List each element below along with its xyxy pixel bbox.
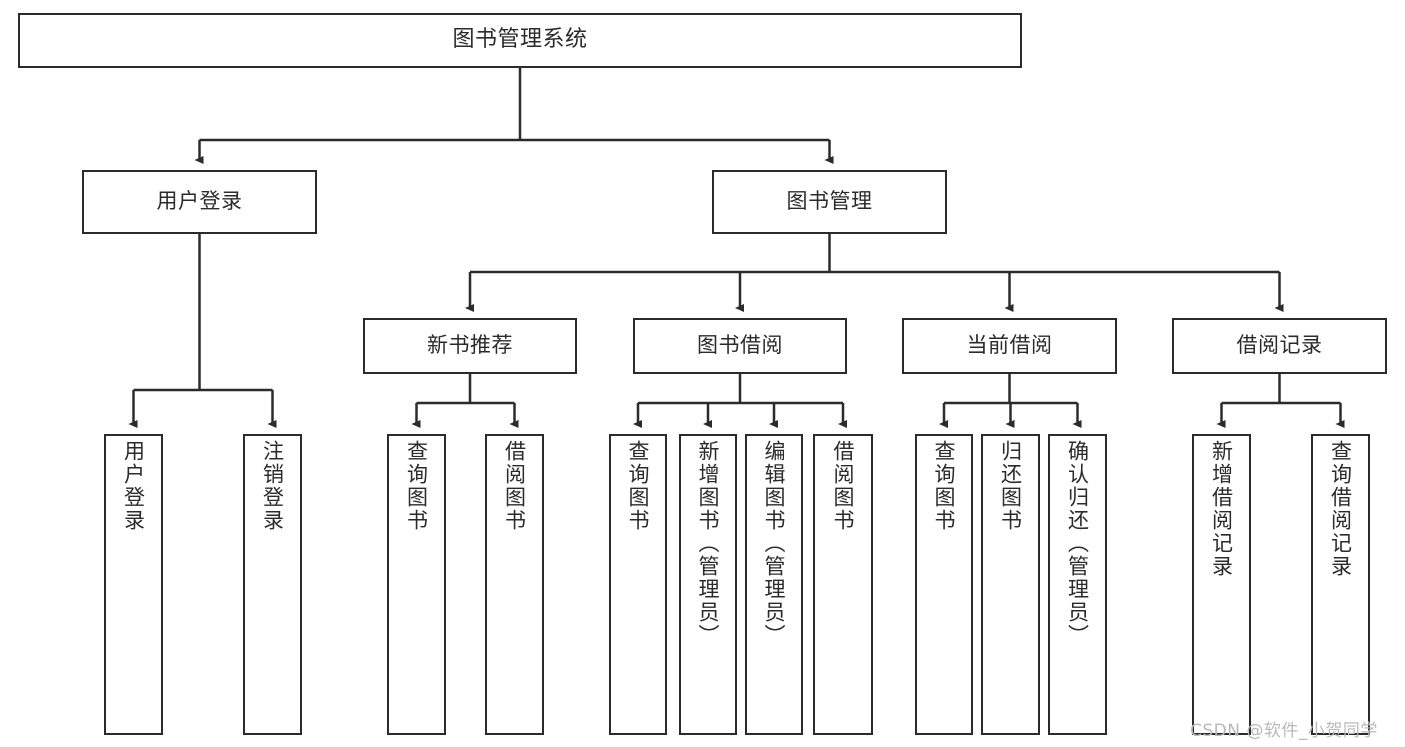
- node-label: 用户登录: [156, 189, 243, 214]
- node-l-query-record[interactable]: 查询借阅记录: [1311, 434, 1370, 735]
- node-label: 图书管理: [786, 189, 873, 214]
- node-l-user-login[interactable]: 用户登录: [104, 434, 163, 735]
- node-label: 查询图书: [932, 440, 957, 532]
- node-n-current-borrow[interactable]: 当前借阅: [902, 318, 1117, 374]
- node-label: 查询图书: [626, 440, 651, 532]
- node-n-book-mgmt[interactable]: 图书管理: [712, 170, 947, 234]
- node-label: 注销登录: [260, 440, 285, 532]
- node-label: 编辑图书（管理员）: [762, 440, 787, 647]
- node-label: 归还图书: [998, 440, 1023, 532]
- node-l-query-book-3[interactable]: 查询图书: [915, 434, 973, 735]
- node-label: 确认归还（管理员）: [1065, 440, 1090, 647]
- node-l-user-logout[interactable]: 注销登录: [243, 434, 302, 735]
- node-root[interactable]: 图书管理系统: [18, 13, 1022, 68]
- node-n-book-borrow[interactable]: 图书借阅: [633, 318, 847, 374]
- node-label: 图书管理系统: [452, 27, 588, 53]
- node-label: 借阅记录: [1236, 333, 1323, 358]
- node-l-return-book[interactable]: 归还图书: [981, 434, 1040, 735]
- node-label: 查询图书: [404, 440, 429, 532]
- csdn-watermark: CSDN @软件_小贺同学: [1190, 721, 1378, 741]
- node-n-user-login[interactable]: 用户登录: [82, 170, 317, 234]
- node-label: 新书推荐: [427, 333, 513, 358]
- node-n-new-book-rec[interactable]: 新书推荐: [363, 318, 577, 374]
- node-n-borrow-record[interactable]: 借阅记录: [1172, 318, 1387, 374]
- node-label: 用户登录: [121, 440, 146, 532]
- node-label: 借阅图书: [502, 440, 527, 532]
- node-l-add-record[interactable]: 新增借阅记录: [1192, 434, 1251, 735]
- node-l-borrow-book-1[interactable]: 借阅图书: [485, 434, 544, 735]
- node-label: 查询借阅记录: [1328, 440, 1353, 578]
- node-label: 图书借阅: [697, 333, 783, 358]
- node-label: 新增借阅记录: [1209, 440, 1234, 578]
- node-label: 借阅图书: [831, 440, 856, 532]
- node-l-edit-book[interactable]: 编辑图书（管理员）: [745, 434, 803, 735]
- node-l-query-book-2[interactable]: 查询图书: [609, 434, 667, 735]
- node-l-add-book[interactable]: 新增图书（管理员）: [679, 434, 737, 735]
- node-l-borrow-book-2[interactable]: 借阅图书: [813, 434, 873, 735]
- node-label: 当前借阅: [966, 333, 1053, 358]
- node-l-confirm-return[interactable]: 确认归还（管理员）: [1048, 434, 1107, 735]
- node-l-query-book-1[interactable]: 查询图书: [387, 434, 446, 735]
- node-label: 新增图书（管理员）: [696, 440, 721, 647]
